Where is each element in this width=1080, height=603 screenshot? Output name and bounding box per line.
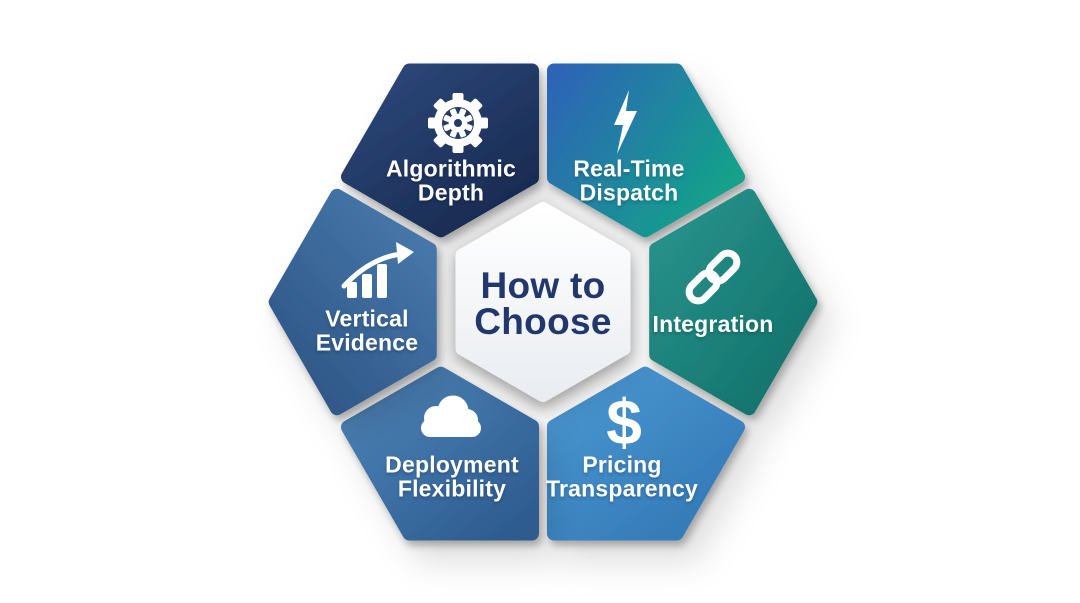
petal-label-integration: Integration (652, 311, 774, 338)
link-icon (685, 249, 741, 305)
lightning-icon (614, 90, 637, 154)
svg-text:$: $ (606, 386, 642, 458)
petal-label-pricing-transparency: Pricing Transparency (546, 451, 698, 501)
center-hexagon (455, 202, 631, 402)
petal-real-time-dispatch (547, 63, 745, 238)
petal-vertical-evidence (268, 188, 437, 416)
petal-integration (649, 188, 818, 416)
chart-growth-icon (341, 242, 414, 298)
dollar-icon: $ (606, 386, 642, 458)
petal-pricing-transparency (547, 366, 745, 541)
petal-algorithmic-depth (341, 63, 539, 238)
gear-icon (428, 93, 488, 153)
petal-label-algorithmic-depth: Algorithmic Depth (386, 155, 516, 205)
petal-deployment-flexibility (341, 366, 539, 541)
petal-label-vertical-evidence: Vertical Evidence (315, 305, 419, 355)
cloud-icon (421, 395, 481, 437)
petal-label-real-time-dispatch: Real-Time Dispatch (573, 155, 685, 205)
petal-label-deployment-flexibility: Deployment Flexibility (385, 451, 519, 501)
center-title: How to Choose (474, 265, 612, 342)
